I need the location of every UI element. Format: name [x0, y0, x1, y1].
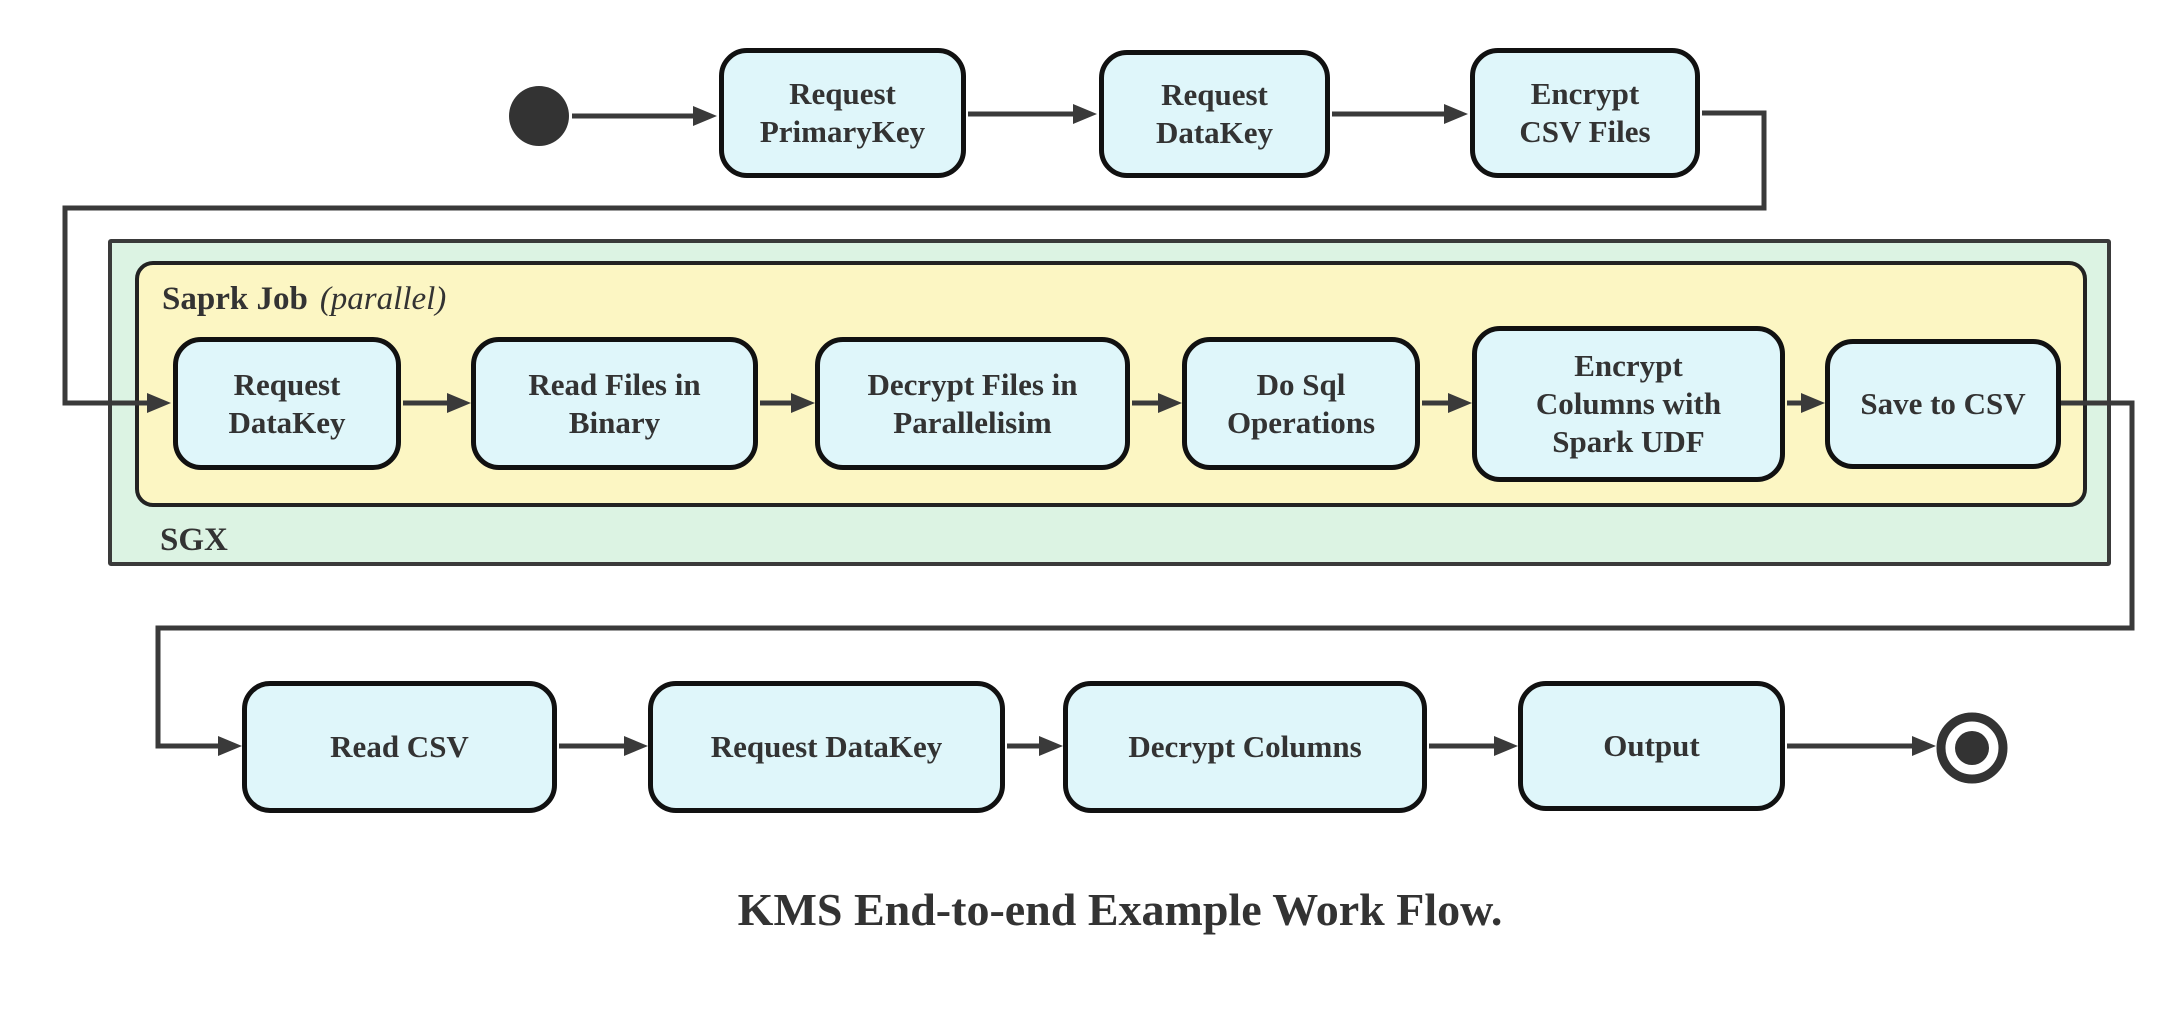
- spark-job-label: Saprk Job (parallel): [162, 281, 446, 318]
- node-request-datakey-bottom: Request DataKey: [648, 681, 1005, 813]
- node-encrypt-csv-files: Encrypt CSV Files: [1470, 48, 1700, 178]
- node-read-files-in-binary: Read Files in Binary: [471, 337, 758, 470]
- edge-sgx-request-datakey-to-read-files: [403, 393, 471, 413]
- arrowhead-icon: [791, 393, 815, 413]
- edge-start-to-request-primarykey: [572, 106, 717, 126]
- edge-encrypt-columns-to-save-csv: [1787, 393, 1825, 413]
- edge-encrypt-csv-files-to-sgx-request-datakey: [62, 110, 1767, 413]
- arrowhead-icon: [1801, 393, 1825, 413]
- sgx-label: SGX: [160, 522, 228, 558]
- spark-job-label-parallel: (parallel): [319, 281, 447, 317]
- node-decrypt-columns: Decrypt Columns: [1063, 681, 1427, 813]
- arrowhead-icon: [624, 736, 648, 756]
- edge-decrypt-files-to-do-sql: [1132, 393, 1182, 413]
- arrowhead-icon: [1448, 393, 1472, 413]
- node-read-csv: Read CSV: [242, 681, 557, 813]
- edge-output-to-end: [1787, 736, 1936, 756]
- diagram-caption: KMS End-to-end Example Work Flow.: [737, 884, 1503, 935]
- node-request-datakey-top: Request DataKey: [1099, 50, 1330, 178]
- arrowhead-icon: [1494, 736, 1518, 756]
- edge-request-primarykey-to-request-datakey: [968, 104, 1097, 124]
- edge-save-csv-to-read-csv: [155, 400, 2135, 756]
- edge-read-files-to-decrypt-files: [760, 393, 815, 413]
- node-encrypt-columns-with-spark-udf: Encrypt Columns with Spark UDF: [1472, 326, 1785, 482]
- arrowhead-icon: [218, 736, 242, 756]
- node-do-sql-operations: Do Sql Operations: [1182, 337, 1420, 470]
- arrowhead-icon: [447, 393, 471, 413]
- arrowhead-icon: [1158, 393, 1182, 413]
- start-state-icon: [509, 86, 569, 146]
- arrowhead-icon: [1912, 736, 1936, 756]
- arrowhead-icon: [1073, 104, 1097, 124]
- spark-job-label-name: Saprk Job: [162, 281, 308, 317]
- node-decrypt-files-in-parallelisim: Decrypt Files in Parallelisim: [815, 337, 1130, 470]
- arrowhead-icon: [693, 106, 717, 126]
- edge-request-datakey-to-encrypt-csv-files: [1332, 104, 1468, 124]
- end-state-icon: [1936, 712, 2008, 784]
- arrowhead-icon: [147, 393, 171, 413]
- edge-do-sql-to-encrypt-columns: [1422, 393, 1472, 413]
- edge-request-datakey-to-decrypt-columns: [1007, 736, 1063, 756]
- node-request-primarykey: Request PrimaryKey: [719, 48, 966, 178]
- arrowhead-icon: [1444, 104, 1468, 124]
- node-save-to-csv: Save to CSV: [1825, 339, 2061, 469]
- edge-read-csv-to-request-datakey: [559, 736, 648, 756]
- node-output: Output: [1518, 681, 1785, 811]
- arrowhead-icon: [1039, 736, 1063, 756]
- node-request-datakey-sgx: Request DataKey: [173, 337, 401, 470]
- edge-decrypt-columns-to-output: [1429, 736, 1518, 756]
